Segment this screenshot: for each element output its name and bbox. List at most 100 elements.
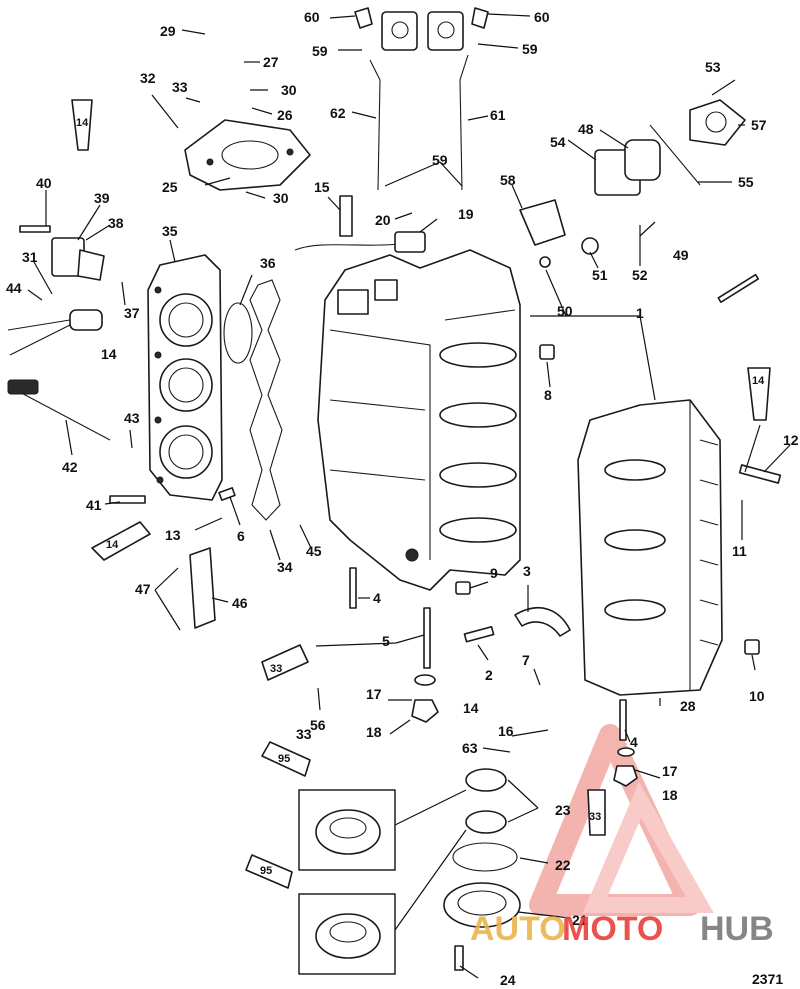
callout-54: 54 [550, 134, 566, 150]
callout-14: 14 [463, 700, 479, 716]
callout-47: 47 [135, 581, 151, 597]
callout-63: 63 [462, 740, 478, 756]
callout-23: 23 [555, 802, 571, 818]
callout-52: 52 [632, 267, 648, 283]
o-ring [223, 302, 253, 364]
callout-18: 18 [662, 787, 678, 803]
crankcase-cover [577, 399, 723, 696]
callout-45: 45 [306, 543, 322, 559]
callout-30: 30 [281, 82, 297, 98]
sensor-bracket [51, 237, 105, 281]
callout-6: 6 [237, 528, 245, 544]
callout-43: 43 [124, 410, 140, 426]
seals [452, 768, 518, 872]
callout-40: 40 [36, 175, 52, 191]
callout-32: 32 [140, 70, 156, 86]
crank-bearing-cap [514, 606, 571, 637]
callout-17: 17 [366, 686, 382, 702]
callout-13: 13 [165, 527, 181, 543]
callout-2: 2 [485, 667, 493, 683]
callout-59: 59 [432, 152, 448, 168]
callout-27: 27 [263, 54, 279, 70]
callout-16: 16 [498, 723, 514, 739]
ground-strap [649, 124, 701, 186]
wiring-harness [294, 231, 426, 253]
sealant-tube-95-upper: 95 [261, 741, 311, 777]
callout-25: 25 [162, 179, 178, 195]
callout-8: 8 [544, 387, 552, 403]
sealant-tube-14-top: 14 [71, 99, 93, 151]
callout-9: 9 [490, 565, 498, 581]
callout-38: 38 [108, 215, 124, 231]
tube-label: 33 [589, 811, 601, 823]
callout-51: 51 [592, 267, 608, 283]
watermark-moto: MOTO [562, 910, 663, 948]
callout-18: 18 [366, 724, 382, 740]
callout-50: 50 [557, 303, 573, 319]
nuts-washers [411, 674, 638, 787]
callout-24: 24 [500, 972, 516, 988]
callout-42: 42 [62, 459, 78, 475]
sealant-tube-14-right: 14 [747, 367, 771, 421]
callout-29: 29 [160, 23, 176, 39]
watermark-hub: HUB [700, 910, 774, 948]
callout-21: 21 [572, 912, 588, 928]
callout-4: 4 [630, 734, 638, 750]
callout-3: 3 [523, 563, 531, 579]
tube-label: 95 [278, 753, 290, 765]
callout-60: 60 [534, 9, 550, 25]
callout-1: 1 [636, 305, 644, 321]
sensor-harness [7, 309, 103, 356]
callout-57: 57 [751, 117, 767, 133]
temperature-sensor [339, 195, 353, 237]
callout-14: 14 [101, 346, 117, 362]
callout-46: 46 [232, 595, 248, 611]
temperature-sender [7, 379, 111, 441]
callout-17: 17 [662, 763, 678, 779]
callout-labels: 1 2 3 4 4 5 6 7 8 9 10 11 12 13 14 14 14… [6, 9, 799, 988]
seal-carrier [443, 882, 521, 928]
callout-10: 10 [749, 688, 765, 704]
callout-20: 20 [375, 212, 391, 228]
seal-detail-box-upper [298, 789, 396, 871]
callout-5: 5 [382, 633, 390, 649]
callout-30: 30 [273, 190, 289, 206]
callout-59: 59 [312, 43, 328, 59]
studs [349, 567, 627, 741]
callout-33: 33 [172, 79, 188, 95]
watermark-auto: AUTO [470, 910, 566, 948]
thermostat-housing [184, 119, 311, 191]
ignition-coil [594, 139, 661, 196]
callout-19: 19 [458, 206, 474, 222]
head-gasket [249, 279, 283, 521]
callout-15: 15 [314, 179, 330, 195]
sealant-tube-33-right: 33 [587, 789, 606, 836]
tube-label: 95 [260, 865, 272, 877]
callout-49: 49 [673, 247, 689, 263]
callout-62: 62 [330, 105, 346, 121]
watermark-logo [529, 724, 714, 916]
callout-26: 26 [277, 107, 293, 123]
watermark-text: AUTO MOTO HUB [470, 910, 774, 948]
callout-35: 35 [162, 223, 178, 239]
callout-61: 61 [490, 107, 506, 123]
hoses [369, 54, 469, 191]
callout-12: 12 [783, 432, 799, 448]
dowel-pins [218, 344, 760, 655]
callout-28: 28 [680, 698, 696, 714]
sealant-tube-14-left: 14 [91, 521, 151, 561]
tube-label: 33 [270, 663, 282, 675]
tube-label: 14 [106, 539, 119, 551]
sealant-tube-33-left: 33 [261, 644, 309, 681]
tube-label: 14 [752, 375, 765, 387]
callout-44: 44 [6, 280, 22, 296]
callout-33: 33 [296, 726, 312, 742]
callout-55: 55 [738, 174, 754, 190]
callout-58: 58 [500, 172, 516, 188]
callout-36: 36 [260, 255, 276, 271]
cylinder-head [147, 254, 223, 501]
callout-31: 31 [22, 249, 38, 265]
callout-48: 48 [578, 121, 594, 137]
poppet-valve-assemblies [354, 7, 489, 51]
